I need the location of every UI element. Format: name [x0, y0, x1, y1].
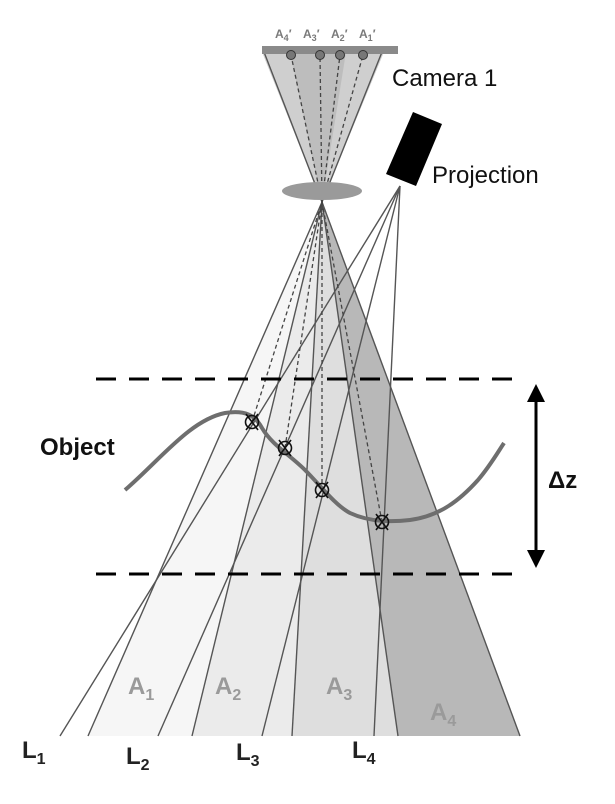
projection-line-l4: [373, 185, 401, 737]
region-label-a3: A3: [326, 673, 352, 704]
projection-line-l1: [59, 185, 401, 737]
line-label-l3: L3: [236, 739, 260, 770]
camera-label: Camera 1: [392, 65, 497, 92]
sensor-label-a1: A1′: [359, 27, 376, 43]
camera-cone-inner: [290, 52, 346, 202]
object-surface-curve: [123, 410, 506, 524]
sensor-label-a3: A3′: [303, 27, 320, 43]
depth-range-arrow: [527, 384, 545, 568]
sensor-label-a2: A2′: [331, 27, 348, 43]
intersection-markers: [244, 413, 390, 531]
region-label-a1: A1: [128, 673, 154, 704]
region-a3-area: [292, 202, 398, 736]
object-label: Object: [40, 434, 115, 461]
region-label-a4: A4: [430, 699, 456, 730]
sensor-label-a4: A4′: [275, 27, 292, 43]
projection-line-l2: [157, 185, 401, 737]
depth-range-label: Δz: [548, 467, 577, 494]
projection-lines: [59, 185, 401, 737]
intersection-point-1: [244, 413, 260, 431]
sensor-points: [286, 50, 368, 60]
intersection-point-3: [314, 481, 330, 499]
line-label-l2: L2: [126, 743, 150, 774]
projection-line-l3: [261, 185, 401, 737]
camera-sensor-bar: [262, 46, 398, 54]
projection-label: Projection: [432, 162, 539, 189]
line-label-l4: L4: [352, 737, 376, 768]
dashed-imaging-rays: [251, 54, 383, 523]
region-label-a2: A2: [215, 673, 241, 704]
intersection-point-2: [277, 439, 293, 457]
projector-body: [386, 112, 442, 186]
camera-lens: [282, 182, 362, 200]
line-label-l1: L1: [22, 737, 46, 768]
intersection-point-4: [374, 513, 390, 531]
